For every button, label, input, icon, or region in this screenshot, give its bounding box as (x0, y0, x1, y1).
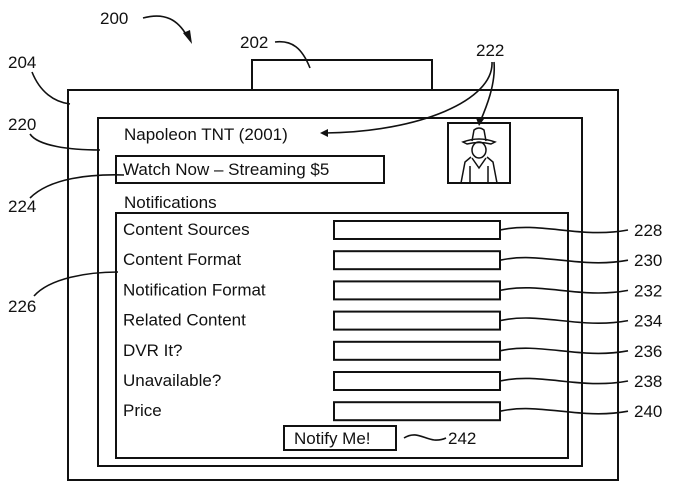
content-title: Napoleon TNT (2001) (124, 125, 288, 144)
ref-242-leader (403, 434, 447, 441)
ref-202-leader (274, 40, 311, 69)
ref-204-leader (31, 71, 71, 105)
ref-220-leader (29, 133, 101, 151)
field-ref-number: 230 (634, 251, 662, 270)
field-ref-number: 240 (634, 402, 662, 421)
ref-226-leader (33, 271, 119, 297)
field-ref-leader (499, 347, 629, 355)
top-element (251, 59, 433, 91)
field-ref-leader (499, 407, 629, 415)
field-input[interactable] (333, 401, 501, 422)
field-ref-leader (499, 377, 629, 385)
poster-image (447, 122, 511, 184)
ref-222-arrowhead-title (320, 129, 328, 137)
ref-222-arrowhead-poster (476, 118, 484, 126)
field-label: Unavailable? (123, 371, 221, 390)
ref-226: 226 (8, 297, 36, 316)
field-label: DVR It? (123, 341, 183, 360)
field-label: Content Format (123, 250, 241, 269)
ref-200-arrow (142, 15, 188, 37)
ref-202: 202 (240, 33, 268, 52)
ref-220: 220 (8, 115, 36, 134)
ref-224: 224 (8, 197, 36, 216)
field-label: Price (123, 401, 162, 420)
field-ref-number: 228 (634, 221, 662, 240)
field-input[interactable] (333, 220, 501, 240)
ref-222: 222 (476, 41, 504, 60)
field-ref-number: 232 (634, 281, 662, 300)
field-label: Notification Format (123, 280, 266, 299)
field-input[interactable] (333, 280, 501, 301)
watch-now-button[interactable] (115, 155, 385, 184)
field-ref-leader (499, 287, 629, 294)
notify-me-label: Notify Me! (294, 429, 371, 448)
field-input[interactable] (333, 310, 501, 331)
field-input[interactable] (333, 371, 501, 391)
ref-204: 204 (8, 53, 36, 72)
cowboy-figure-icon (460, 127, 498, 184)
field-label: Content Sources (123, 220, 250, 239)
field-ref-leader (499, 317, 629, 324)
field-label: Related Content (123, 311, 246, 330)
ref-242: 242 (448, 429, 476, 448)
watch-now-label: Watch Now – Streaming $5 (123, 160, 329, 179)
field-ref-leader (499, 256, 629, 264)
notifications-heading: Notifications (124, 193, 217, 212)
field-input[interactable] (333, 250, 501, 271)
notify-me-button[interactable] (283, 425, 397, 451)
field-ref-number: 236 (634, 342, 662, 361)
ref-222-leader-title (324, 61, 493, 134)
field-ref-number: 234 (634, 312, 662, 331)
field-input[interactable] (333, 340, 501, 361)
field-ref-number: 238 (634, 372, 662, 391)
field-ref-leader (499, 226, 629, 234)
ref-222-leader-poster (479, 61, 496, 123)
ref-224-leader (29, 174, 125, 199)
ref-200: 200 (100, 9, 128, 28)
ref-200-arrowhead (183, 30, 192, 44)
